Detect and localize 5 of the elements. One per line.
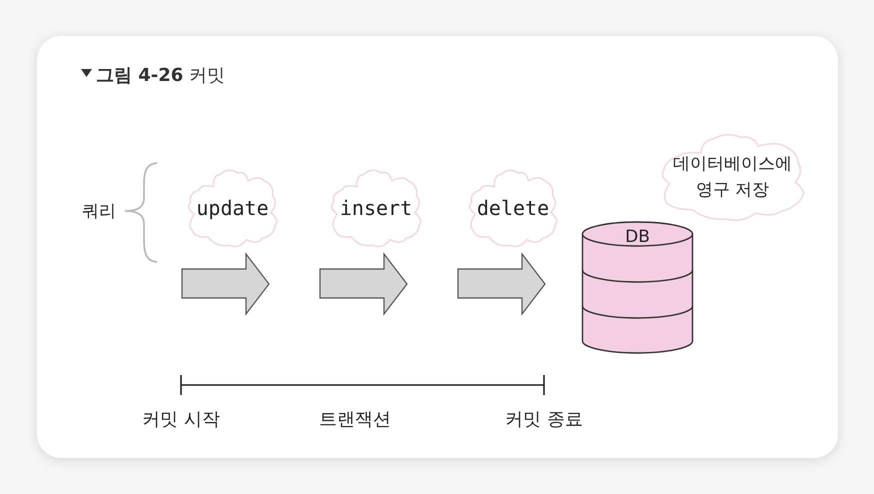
label-text: 커밋 시작 (142, 408, 220, 431)
label-text: 트랜잭션 (319, 408, 391, 431)
label-text: 커밋 종료 (505, 408, 583, 431)
label-text: 쿼리 (82, 200, 116, 222)
figure-title: 그림 4-26 커밋 (96, 64, 226, 87)
